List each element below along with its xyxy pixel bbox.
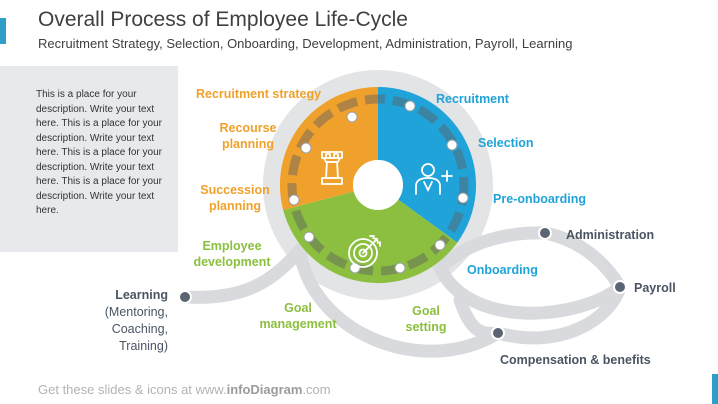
arc-payroll: [433, 261, 627, 320]
footer-brand: infoDiagram: [226, 382, 303, 397]
label-employee-line1: Employee: [202, 239, 262, 253]
label-goal-management: Goal management: [254, 300, 342, 332]
endpoint-dots: [178, 226, 627, 340]
label-employee-line2: development: [193, 255, 271, 269]
label-pre-onboarding: Pre-onboarding: [493, 192, 587, 206]
title-accent-bar: [0, 18, 6, 44]
label-compensation-benefits: Compensation & benefits: [500, 353, 651, 367]
dot-onboarding: [434, 239, 446, 251]
dot-learning: [178, 290, 192, 304]
footer-suffix: .com: [302, 382, 331, 397]
description-box: [0, 66, 178, 252]
dot-goal-setting: [394, 262, 406, 274]
label-recruitment-strategy: Recruitment strategy: [196, 87, 322, 101]
arc-payroll-top: [538, 226, 627, 294]
learning-sub-1: (Mentoring,: [104, 305, 168, 319]
label-goal-management-line2: management: [259, 317, 337, 331]
segment-green: [283, 191, 458, 284]
dot-recruitment-strategy: [346, 111, 358, 123]
label-recourse-planning: Recourse planning: [216, 120, 280, 152]
label-goal-setting-line1: Goal: [412, 304, 440, 318]
dot-recourse-planning: [300, 142, 312, 154]
learning-title: Learning: [115, 288, 168, 302]
page-subtitle: Recruitment Strategy, Selection, Onboard…: [38, 36, 573, 51]
dot-employee-development: [303, 231, 315, 243]
label-learning: Learning (Mentoring, Coaching, Training): [80, 287, 168, 355]
footer-credit: Get these slides & icons at www.infoDiag…: [38, 382, 331, 397]
center-hole: [353, 160, 403, 210]
label-succession-line1: Succession: [200, 183, 270, 197]
label-succession-planning: Succession planning: [198, 182, 272, 214]
chess-rook-icon: [321, 151, 343, 185]
corner-accent-bar: [712, 374, 718, 404]
label-goal-setting-line2: setting: [405, 320, 447, 334]
label-payroll: Payroll: [634, 281, 676, 295]
learning-sub-3: Training): [119, 339, 168, 353]
label-onboarding: Onboarding: [467, 263, 538, 277]
label-recourse-line1: Recourse: [219, 121, 277, 135]
target-arrow-icon: [348, 235, 381, 268]
arc-compensation-right: [491, 280, 627, 345]
dot-pre-onboarding: [457, 192, 469, 204]
label-employee-development: Employee development: [188, 238, 276, 270]
arc-administration: [433, 226, 552, 275]
label-selection: Selection: [478, 136, 534, 150]
connector-arcs: [178, 226, 627, 358]
dot-administration: [538, 226, 552, 240]
label-goal-management-line1: Goal: [284, 301, 312, 315]
label-succession-line2: planning: [208, 199, 262, 213]
dot-selection: [446, 139, 458, 151]
outer-ring: [263, 70, 493, 300]
label-goal-setting: Goal setting: [398, 303, 454, 335]
label-recourse-line2: planning: [221, 137, 275, 151]
page-title: Overall Process of Employee Life-Cycle: [38, 8, 408, 31]
description-text: This is a place for your description. Wr…: [36, 89, 162, 216]
label-recruitment: Recruitment: [436, 92, 509, 106]
dot-succession-planning: [288, 194, 300, 206]
dot-payroll: [613, 280, 627, 294]
learning-sub-2: Coaching,: [111, 322, 168, 336]
arc-learning: [178, 243, 307, 304]
dot-recruitment: [404, 100, 416, 112]
dot-compensation: [491, 326, 505, 340]
label-administration: Administration: [566, 228, 655, 242]
footer-prefix: Get these slides & icons at www.: [38, 382, 227, 397]
dashed-track: [287, 94, 469, 276]
arc-learning-low: [293, 243, 505, 358]
add-user-icon: [415, 163, 453, 195]
